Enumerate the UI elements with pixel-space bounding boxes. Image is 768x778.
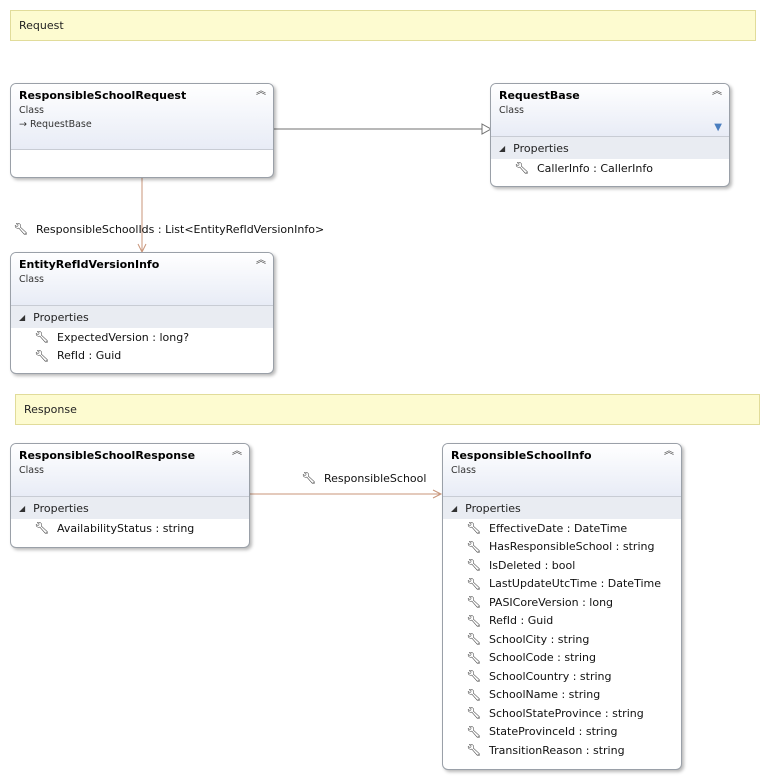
class-kind: Class [19, 105, 44, 116]
property-text: TransitionReason : string [489, 743, 625, 757]
properties-section[interactable]: ◢ Properties [11, 306, 273, 328]
property-text: RefId : Guid [57, 349, 122, 363]
property-row[interactable]: 🔧︎ TransitionReason : string [443, 741, 681, 760]
property-row[interactable]: 🔧︎ LastUpdateUtcTime : DateTime [443, 575, 681, 594]
wrench-icon: 🔧︎ [466, 613, 482, 628]
wrench-icon: 🔧︎ [34, 348, 50, 363]
class-kind: Class [19, 274, 44, 285]
property-text: SchoolCode : string [489, 651, 596, 665]
property-text: ExpectedVersion : long? [57, 330, 190, 344]
wrench-icon: 🔧︎ [466, 687, 482, 702]
class-kind: Class [499, 105, 524, 116]
class-name: ResponsibleSchoolResponse [19, 449, 196, 462]
properties-section[interactable]: ◢ Properties [443, 497, 681, 519]
wrench-icon: 🔧︎ [466, 521, 482, 536]
property-text: EffectiveDate : DateTime [489, 521, 628, 535]
filter-icon[interactable]: ▼ [714, 122, 722, 133]
property-text: SchoolName : string [489, 688, 601, 702]
property-row[interactable]: 🔧︎ PASICoreVersion : long [443, 593, 681, 612]
class-request-base[interactable]: RequestBase Class ︽ ▼ ◢ Properties 🔧︎ Ca… [490, 83, 730, 187]
double-chevron-up-icon[interactable]: ︽ [664, 446, 674, 457]
association-text: ResponsibleSchoolIds : List<EntityRefIdV… [36, 222, 325, 236]
class-responsible-school-request[interactable]: ResponsibleSchoolRequest Class → Request… [10, 83, 274, 178]
property-text: AvailabilityStatus : string [57, 521, 195, 535]
inheritance-arrowhead [481, 123, 493, 135]
property-row[interactable]: 🔧︎ SchoolCountry : string [443, 667, 681, 686]
class-kind: Class [451, 465, 476, 476]
response-note[interactable]: Response [15, 394, 760, 425]
wrench-icon: 🔧︎ [466, 743, 482, 758]
class-kind: Class [19, 465, 44, 476]
property-text: IsDeleted : bool [489, 558, 576, 572]
association-arrowhead-school [432, 489, 443, 499]
property-row[interactable]: 🔧︎ SchoolStateProvince : string [443, 704, 681, 723]
association-label-responsible-school-ids[interactable]: 🔧︎ ResponsibleSchoolIds : List<EntityRef… [12, 222, 324, 236]
section-label: Properties [465, 501, 521, 515]
base-class: → RequestBase [19, 119, 265, 130]
class-responsible-school-info[interactable]: ResponsibleSchoolInfo Class ︽ ◢ Properti… [442, 443, 682, 770]
property-row[interactable]: 🔧︎ AvailabilityStatus : string [11, 519, 249, 538]
class-name: ResponsibleSchoolInfo [451, 449, 592, 462]
wrench-icon: 🔧︎ [301, 471, 317, 485]
association-text: ResponsibleSchool [324, 471, 427, 485]
wrench-icon: 🔧︎ [34, 330, 50, 345]
double-chevron-up-icon[interactable]: ︽ [256, 255, 266, 266]
triangle-down-icon[interactable]: ◢ [19, 312, 26, 322]
request-note[interactable]: Request [10, 10, 756, 41]
property-text: PASICoreVersion : long [489, 595, 614, 609]
response-note-text: Response [24, 403, 77, 416]
wrench-icon: 🔧︎ [466, 706, 482, 721]
wrench-icon: 🔧︎ [466, 595, 482, 610]
property-text: CallerInfo : CallerInfo [537, 161, 653, 175]
property-text: StateProvinceId : string [489, 725, 618, 739]
property-text: SchoolStateProvince : string [489, 706, 644, 720]
wrench-icon: 🔧︎ [466, 669, 482, 684]
property-text: RefId : Guid [489, 614, 554, 628]
property-row[interactable]: 🔧︎ ExpectedVersion : long? [11, 328, 273, 347]
wrench-icon: 🔧︎ [466, 539, 482, 554]
property-row[interactable]: 🔧︎ IsDeleted : bool [443, 556, 681, 575]
request-note-text: Request [19, 19, 64, 32]
property-row[interactable]: 🔧︎ RefId : Guid [11, 347, 273, 366]
property-row[interactable]: 🔧︎ StateProvinceId : string [443, 723, 681, 742]
property-text: SchoolCountry : string [489, 669, 612, 683]
property-row[interactable]: 🔧︎ RefId : Guid [443, 612, 681, 631]
property-row[interactable]: 🔧︎ EffectiveDate : DateTime [443, 519, 681, 538]
double-chevron-up-icon[interactable]: ︽ [232, 446, 242, 457]
double-chevron-up-icon[interactable]: ︽ [712, 86, 722, 97]
base-class-name: RequestBase [30, 119, 92, 130]
wrench-icon: 🔧︎ [466, 650, 482, 665]
property-row[interactable]: 🔧︎ SchoolCity : string [443, 630, 681, 649]
section-label: Properties [33, 310, 89, 324]
wrench-icon: 🔧︎ [514, 161, 530, 176]
triangle-down-icon[interactable]: ◢ [451, 503, 458, 513]
wrench-icon: 🔧︎ [466, 632, 482, 647]
property-row[interactable]: 🔧︎ HasResponsibleSchool : string [443, 538, 681, 557]
section-label: Properties [33, 501, 89, 515]
property-text: LastUpdateUtcTime : DateTime [489, 577, 661, 591]
property-text: SchoolCity : string [489, 632, 590, 646]
double-chevron-up-icon[interactable]: ︽ [256, 86, 266, 97]
property-row[interactable]: 🔧︎ SchoolName : string [443, 686, 681, 705]
property-text: HasResponsibleSchool : string [489, 540, 655, 554]
triangle-down-icon[interactable]: ◢ [499, 143, 506, 153]
triangle-down-icon[interactable]: ◢ [19, 503, 26, 513]
wrench-icon: 🔧︎ [466, 558, 482, 573]
properties-section[interactable]: ◢ Properties [11, 497, 249, 519]
wrench-icon: 🔧︎ [13, 222, 29, 236]
property-row[interactable]: 🔧︎ CallerInfo : CallerInfo [491, 159, 729, 178]
properties-section[interactable]: ◢ Properties [491, 137, 729, 159]
class-name: RequestBase [499, 89, 580, 102]
class-name: ResponsibleSchoolRequest [19, 89, 187, 102]
association-label-responsible-school[interactable]: 🔧︎ ResponsibleSchool [300, 471, 426, 485]
section-label: Properties [513, 141, 569, 155]
property-row[interactable]: 🔧︎ SchoolCode : string [443, 649, 681, 668]
wrench-icon: 🔧︎ [34, 521, 50, 536]
class-responsible-school-response[interactable]: ResponsibleSchoolResponse Class ︽ ◢ Prop… [10, 443, 250, 548]
class-entity-ref-id-version-info[interactable]: EntityRefIdVersionInfo Class ︽ ◢ Propert… [10, 252, 274, 374]
inherit-arrow-icon: → [19, 119, 27, 130]
class-name: EntityRefIdVersionInfo [19, 258, 160, 271]
wrench-icon: 🔧︎ [466, 724, 482, 739]
wrench-icon: 🔧︎ [466, 576, 482, 591]
